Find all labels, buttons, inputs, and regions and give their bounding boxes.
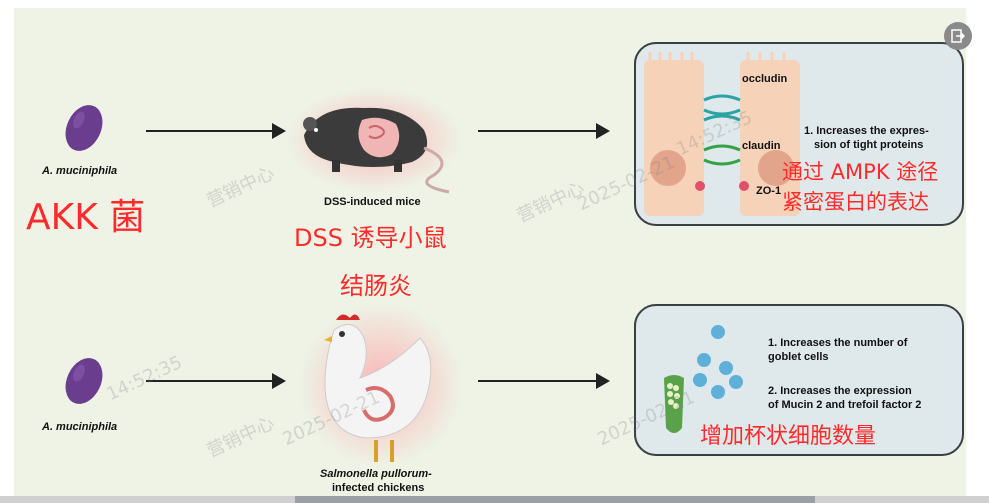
mouse-cn-line1: DSS 诱导小鼠 — [294, 224, 447, 252]
tight-point-line1: 1. Increases the expres- — [804, 125, 929, 137]
goblet-point1-line1: 1. Increases the number of — [768, 337, 908, 349]
tight-point-line2: sion of tight proteins — [814, 139, 924, 151]
bacteria-cn-label: AKK 菌 — [26, 197, 146, 238]
bacterium-icon — [65, 105, 103, 151]
exit-fullscreen-button[interactable] — [944, 22, 972, 50]
chicken-caption-line1: Salmonella pullorum- — [320, 468, 432, 480]
goblet-point1-line2: goblet cells — [768, 351, 829, 363]
bacterium-icon — [65, 358, 103, 404]
progress-bar[interactable] — [0, 496, 989, 503]
zo1-label: ZO-1 — [756, 185, 782, 197]
mouse-cn-line2: 结肠炎 — [340, 272, 412, 300]
chicken-caption-line2: infected chickens — [332, 482, 425, 494]
progress-bar-thumb[interactable] — [295, 496, 815, 503]
bacteria-caption: A. muciniphila — [42, 165, 118, 177]
arrow — [478, 373, 610, 389]
goblet-point2-line2: of Mucin 2 and trefoil factor 2 — [768, 399, 922, 411]
watermark: 营销中心 — [203, 162, 278, 213]
slide: A. muciniphila AKK 菌 DSS-induced mice DS… — [14, 8, 966, 496]
tight-cn-line2: 紧密蛋白的表达 — [782, 190, 929, 214]
exit-icon — [951, 29, 965, 43]
mouse-caption: DSS-induced mice — [324, 196, 421, 208]
arrow — [146, 123, 286, 139]
occludin-label: occludin — [742, 73, 788, 85]
claudin-label: claudin — [742, 140, 781, 152]
tight-cn-line1: 通过 AMPK 途径 — [782, 160, 939, 184]
goblet-cn-line1: 增加杯状细胞数量 — [700, 424, 877, 449]
arrow — [478, 123, 610, 139]
watermark: 营销中心 — [203, 412, 278, 463]
mouse-illustration — [286, 88, 462, 194]
arrow — [146, 373, 286, 389]
tight-junction-illustration — [644, 52, 800, 216]
watermark: 14:52:35 — [103, 351, 186, 406]
chicken-illustration — [299, 303, 463, 467]
watermark: 营销中心 — [513, 177, 588, 228]
goblet-point2-line1: 2. Increases the expression — [768, 385, 912, 397]
tight-junction-panel: occludin claudin ZO-1 1. Increases the e… — [634, 42, 964, 226]
goblet-cell-panel: 1. Increases the number of goblet cells … — [634, 304, 964, 456]
bacteria-caption-bottom: A. muciniphila — [42, 421, 118, 433]
goblet-cell-illustration — [664, 325, 743, 433]
